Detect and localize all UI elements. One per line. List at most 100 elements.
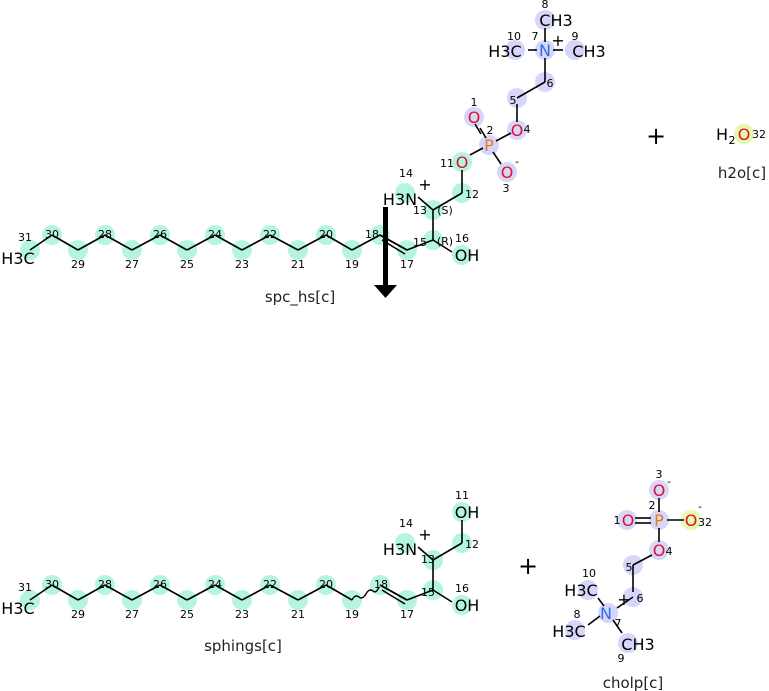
- atom-label: 5: [626, 561, 633, 574]
- chain-bond: [51, 234, 79, 251]
- atom-label: 4: [666, 545, 673, 558]
- atom-label: 11: [455, 489, 469, 502]
- atom-label: 20: [319, 228, 333, 241]
- atom-highlight: [535, 40, 555, 60]
- nitrogen: N: [539, 41, 551, 60]
- neg-charge: -: [698, 500, 702, 513]
- hydroxyl-label: OH: [455, 596, 480, 615]
- atom-highlight: [617, 510, 637, 530]
- atom-label: 6: [547, 77, 554, 90]
- atom-label: 28: [98, 578, 112, 591]
- wavy-bond: [351, 586, 380, 601]
- neg-charge: -: [515, 155, 519, 168]
- methyl-label: H3C: [1, 249, 34, 268]
- oxygen-4: O: [511, 121, 524, 140]
- atom-label: 2: [487, 124, 494, 137]
- atom-highlight: [452, 152, 472, 172]
- atom-highlight: [649, 480, 669, 500]
- bond: [597, 597, 605, 607]
- chain-bond: [325, 234, 353, 251]
- bond: [516, 81, 546, 99]
- atom-highlight: [452, 595, 472, 615]
- bond: [432, 542, 463, 561]
- atom-label: 5: [510, 94, 517, 107]
- atom-label: 20: [319, 578, 333, 591]
- methyl-10: H3C: [564, 581, 597, 600]
- atom-label: 30: [45, 228, 59, 241]
- atom-highlight: [395, 533, 415, 553]
- atom-highlight: [734, 124, 754, 144]
- reaction-arrow-head: [374, 285, 397, 298]
- chain-bond: [159, 584, 188, 601]
- oxygen-4: O: [653, 541, 666, 560]
- chain-bond: [77, 584, 106, 601]
- chain-bond: [214, 234, 243, 251]
- amine-charge: +: [418, 525, 431, 544]
- chain-bond: [214, 584, 243, 601]
- bond: [474, 123, 482, 135]
- molecule-name: spc_hs[c]: [265, 288, 335, 307]
- bond: [432, 589, 453, 603]
- oxygen-1: O: [622, 511, 635, 530]
- chain-bond: [297, 234, 327, 251]
- atom-highlight: [649, 540, 669, 560]
- atom-label: 24: [208, 578, 222, 591]
- chain-bond: [297, 584, 327, 601]
- bond: [417, 546, 434, 561]
- atom-label: 27: [125, 608, 139, 621]
- chain-bond: [77, 234, 106, 251]
- stereo-s: (S): [437, 204, 453, 217]
- atom-label: 15: [421, 586, 435, 599]
- atom-label: 29: [71, 608, 85, 621]
- chain-bond: [186, 584, 216, 601]
- phosphorus: P: [654, 511, 664, 530]
- methyl-8: H3C: [552, 622, 585, 641]
- water-subscript: 2: [729, 134, 736, 147]
- amine-charge: +: [418, 175, 431, 194]
- atom-highlight: [565, 40, 585, 60]
- atom-label: 26: [153, 228, 167, 241]
- chain-bond: [104, 234, 133, 251]
- atom-label: 22: [263, 578, 277, 591]
- methyl-9: CH3: [621, 635, 654, 654]
- ammonium-charge: +: [617, 590, 630, 609]
- atom-highlight: [452, 502, 472, 522]
- atom-label: 12: [465, 188, 479, 201]
- atom-highlight: [479, 135, 499, 155]
- atom-label: 28: [98, 228, 112, 241]
- atom-label: 32: [698, 516, 712, 529]
- methyl-label: H3C: [1, 599, 34, 618]
- atom-label: 31: [18, 581, 32, 594]
- atom-label: 31: [18, 231, 32, 244]
- plus-sign: +: [646, 122, 666, 150]
- stereo-r: (R): [437, 235, 453, 248]
- chain-bond: [351, 234, 381, 251]
- double-bond: [379, 584, 408, 601]
- atom-label: 12: [465, 538, 479, 551]
- chain-bond: [29, 234, 53, 251]
- atom-label: 19: [345, 258, 359, 271]
- oxygen-32: O: [685, 511, 698, 530]
- atom-label: 14: [399, 517, 413, 530]
- atom-label: 11: [440, 157, 454, 170]
- atom-highlight: [507, 120, 527, 140]
- atom-label: 18: [365, 228, 379, 241]
- bond: [492, 151, 502, 165]
- amine-label: H3N: [383, 190, 417, 209]
- bond: [432, 192, 463, 211]
- molecule-name: cholp[c]: [603, 674, 664, 691]
- chain-bond: [131, 584, 161, 601]
- atom-label: 6: [637, 592, 644, 605]
- atom-label: 2: [649, 499, 656, 512]
- atom-label: 23: [235, 608, 249, 621]
- oxygen-1: O: [468, 108, 481, 127]
- atom-label: 22: [263, 228, 277, 241]
- bond: [632, 554, 653, 566]
- bond: [495, 132, 512, 142]
- chain-bond: [269, 584, 299, 601]
- atom-highlight: [649, 510, 669, 530]
- bond: [587, 615, 601, 626]
- bond: [406, 239, 434, 251]
- atom-label: 17: [400, 608, 414, 621]
